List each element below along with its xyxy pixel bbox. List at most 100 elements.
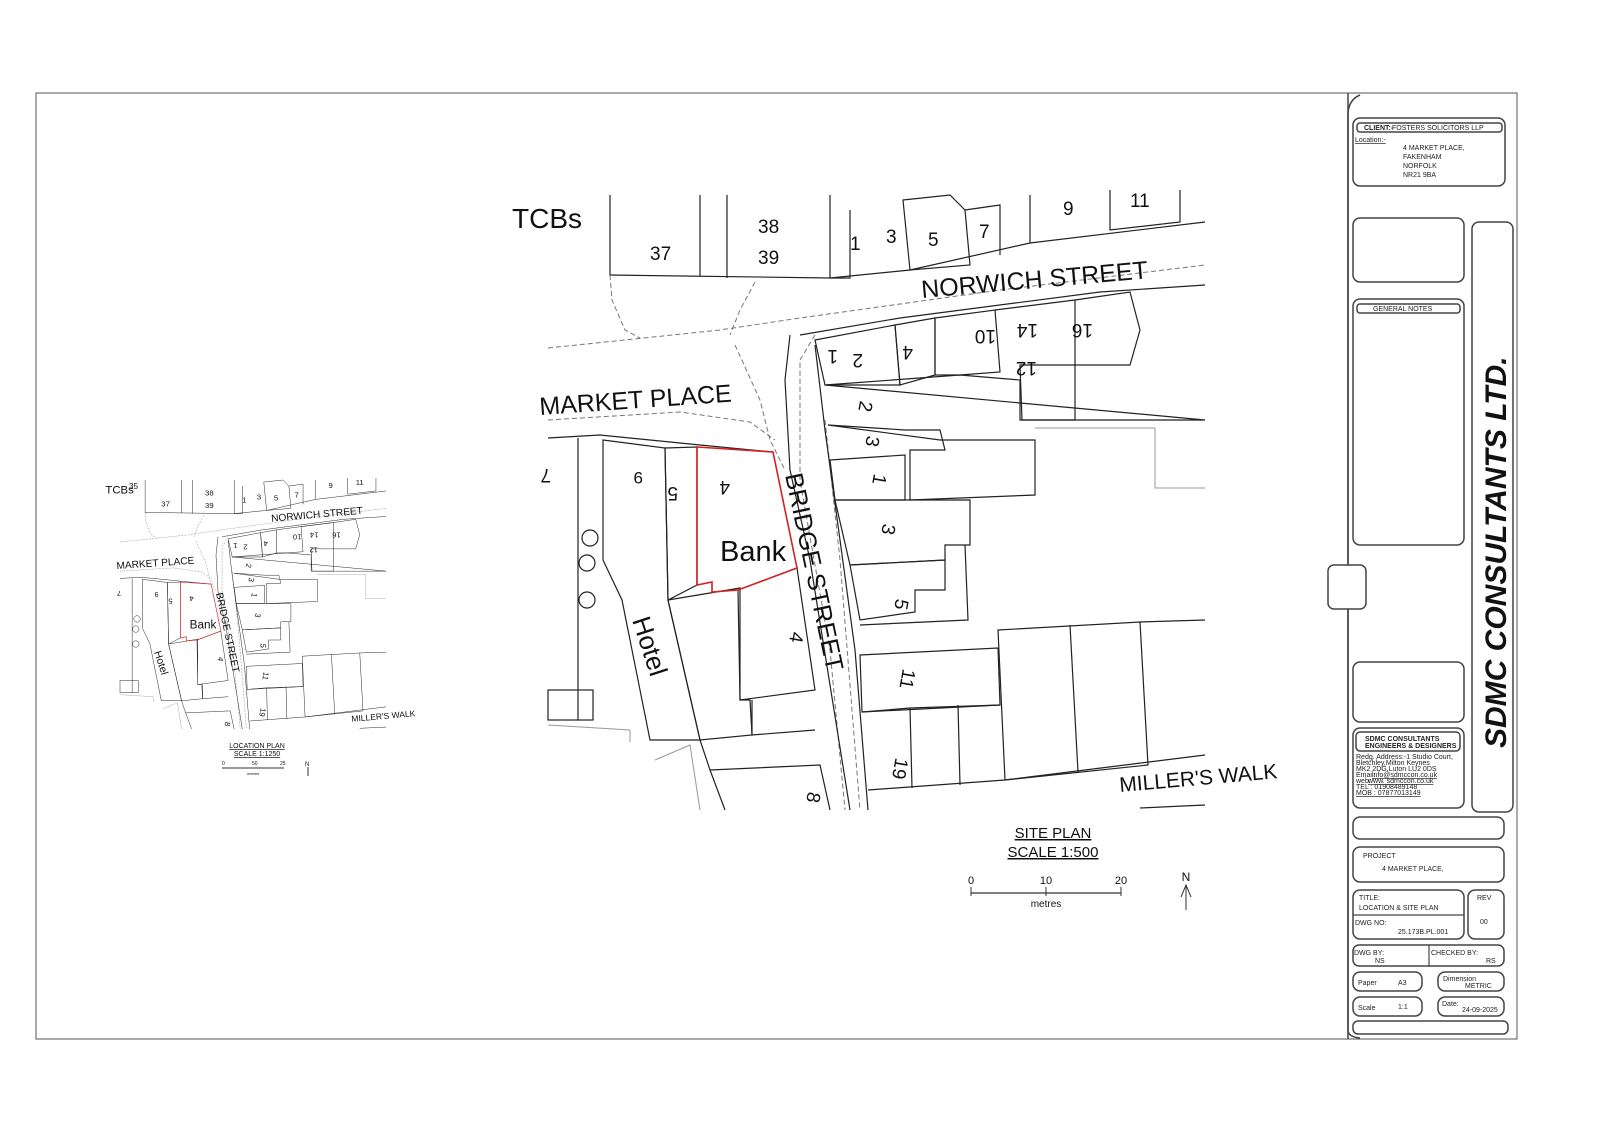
building [934,309,1001,376]
label-e14: 14 [1016,319,1038,340]
building [829,195,851,279]
label-1: 1 [850,234,861,255]
project-label: PROJECT [1363,853,1396,860]
rev-value: 00 [1480,919,1488,926]
paper-box [1352,971,1423,992]
bridge-street-edge [814,344,869,811]
north-label: N [1182,870,1191,884]
label-market-place: MARKET PLACE [538,380,732,421]
bridge-street-kerb [799,334,846,811]
building [751,700,816,736]
company-address: MK2 2DG,Luton LU2 0DS [1356,766,1437,773]
email-link[interactable]: info@sdmccon.co.uk [1372,772,1438,779]
building [1109,190,1181,231]
blank-box [1352,1020,1509,1035]
boundary [654,744,701,811]
label-e16: 16 [1072,319,1093,340]
footpath-line [547,264,1206,349]
label-7: 7 [979,222,990,243]
scale-tick-0: 0 [968,875,974,887]
label-w4: 4 [719,476,730,497]
label-5: 5 [928,230,939,251]
checked-by-label: CHECKED BY: [1431,950,1478,957]
company-mob: MOB : 07877013149 [1356,790,1421,797]
scale-box [1352,996,1423,1017]
rev-box [1467,889,1505,940]
building [709,769,726,811]
label-s3: 3 [860,434,883,448]
paper-value: A3 [1398,980,1407,987]
site-boundary [696,446,798,593]
scale-value: 1:1 [1398,1004,1408,1011]
hotel-building [602,439,701,741]
location-plan-map: 35 LOCATION PLAN SCALE 1:1250 0 50 25 me… [105,477,417,776]
building [827,424,1036,501]
building [547,689,594,721]
scale-tick-20: 20 [1115,875,1127,887]
sheet-tab [1327,564,1367,610]
footpath-line [547,411,776,441]
label-e12: 12 [1016,357,1037,378]
building [902,194,971,271]
building [994,291,1141,366]
market-place-edge [547,434,774,453]
building [699,739,831,811]
label-s3b: 3 [876,522,899,536]
label-e10: 10 [975,325,996,346]
web-link[interactable]: www. sdmccon.co.uk [1367,778,1434,785]
label-bank: Bank [720,536,787,568]
scale-unit: metres [1031,899,1062,910]
scale-bar: 0 10 20 metres [968,875,1127,910]
client-name: FOSTERS SOLICITORS LLP [1392,125,1484,132]
company-address: Redg. Address:-1 Studio Court, [1356,754,1453,761]
millers-walk-edge [1139,804,1206,809]
building [997,621,1149,781]
title-label: TITLE: [1359,895,1380,902]
building [849,559,946,621]
location-scale-tick: 0 [222,761,225,767]
client-box [1352,117,1506,187]
dimension-label: Dimension [1443,976,1476,983]
label-s5: 5 [889,597,912,611]
bridge-street-edge [784,334,851,811]
blank-box [1352,217,1465,283]
date-value: 24-09-2025 [1462,1007,1498,1014]
north-arrow-icon [1180,883,1192,910]
location-line: NR21 9BA [1403,172,1436,179]
label-35: 35 [129,482,138,491]
label-38: 38 [758,217,779,238]
company-tel: TEL : 01908489148 [1356,784,1417,791]
label-c11: 11 [894,667,918,690]
label-c19: 19 [887,756,911,780]
location-line: NORFOLK [1403,163,1437,170]
label-s2: 2 [853,399,876,413]
project-value: 4 MARKET PLACE, [1382,866,1444,873]
label-c4: 4 [784,630,807,644]
client-label: CLIENT:- [1364,125,1394,132]
location-scale-tick: 25 [280,761,286,767]
dimension-box [1437,971,1505,992]
building [894,317,936,386]
building [859,544,969,626]
label-37: 37 [650,244,671,265]
date-label: Date: [1442,1001,1459,1008]
location-plan-title: LOCATION PLAN [229,743,285,750]
sheet-border [35,92,1518,1040]
label-e4: 4 [902,341,913,362]
label-e1: 1 [827,345,838,366]
tree [581,529,599,547]
company-tagline: ENGINEERS & DESIGNERS [1365,743,1457,750]
dimension-value: METRIC [1465,983,1492,990]
label-bridge-street: BRIDGE STREET [779,470,848,673]
rev-label: REV [1477,895,1492,902]
building [829,454,906,501]
building [957,704,961,786]
blank-box [1352,661,1465,723]
checked-by: RS [1486,958,1496,965]
general-notes-label: GENERAL NOTES [1373,306,1433,313]
location-label: Location:- [1355,137,1386,144]
site-plan-scale: SCALE 1:500 [1008,844,1099,861]
company-address: Bletchley,Milton Keynes [1356,760,1430,767]
label-norwich-street: NORWICH STREET [920,256,1149,304]
